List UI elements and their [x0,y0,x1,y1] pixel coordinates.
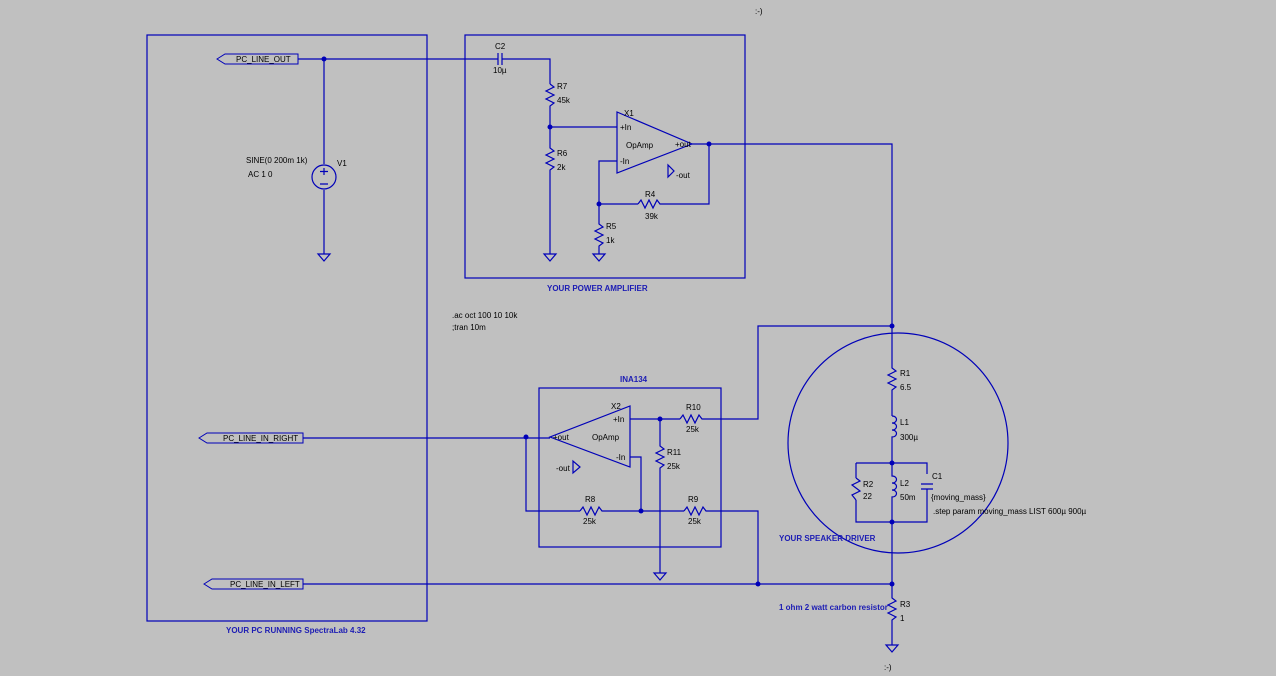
ground-symbol [591,253,607,262]
amp-block [464,34,746,279]
x1-minus-out-marker [667,163,675,179]
r2-value: 22 [863,492,872,501]
resistor-r7[interactable] [544,83,556,126]
pc-block [146,34,428,622]
x1-pin-in-plus: +In [620,123,631,132]
wire-amp-out [709,143,893,326]
inductor-l2[interactable] [891,463,898,522]
r11-value: 25k [667,462,681,471]
r2-name: R2 [863,480,874,489]
c1-name: C1 [932,472,943,481]
x1-name: X1 [624,109,634,118]
smiley-bottom: :-) [884,663,892,672]
x1-pin-out-minus: -out [676,171,691,180]
directive-tran: ;tran 10m [452,323,486,332]
x2-pin-in-plus: +In [613,415,624,424]
directive-ac: .ac oct 100 10 10k [452,311,518,320]
wire-x2-in-minus [630,456,642,511]
r3-note: 1 ohm 2 watt carbon resistor [779,603,888,612]
opamp-x1[interactable] [616,111,694,174]
smiley-top: :-) [755,7,763,16]
x2-pin-in-minus: -In [616,453,625,462]
resistor-r11[interactable] [654,419,666,573]
speaker-block [787,332,1009,554]
amp-block-label: YOUR POWER AMPLIFIER [547,284,648,293]
r7-name: R7 [557,82,568,91]
resistor-r10[interactable] [679,325,892,425]
wire-x1-feedback [598,143,710,205]
resistor-r2[interactable] [850,477,862,501]
ina-block-label: INA134 [620,375,648,384]
x2-name: X2 [611,402,621,411]
l1-value: 300µ [900,433,918,442]
r4-value: 39k [645,212,659,221]
resistor-r5[interactable] [593,204,605,254]
r1-name: R1 [900,369,911,378]
ground-symbol [652,572,668,581]
x1-pin-out-plus: +out [675,140,692,149]
resistor-r9[interactable] [683,505,759,584]
opamp-x2[interactable] [548,405,631,468]
r6-value: 2k [557,163,566,172]
net-label-line-in-left: PC_LINE_IN_LEFT [230,580,300,589]
x1-model: OpAmp [626,141,654,150]
r6-name: R6 [557,149,568,158]
x2-minus-out-marker [572,459,581,475]
wire-line-out [298,58,551,254]
r7-value: 45k [557,96,571,105]
capacitor-c1[interactable] [921,483,933,490]
r10-name: R10 [686,403,701,412]
inductor-l1[interactable] [891,415,898,463]
r11-name: R11 [667,448,682,457]
v1-value-ac: AC 1 0 [248,170,273,179]
ground-symbol [316,253,332,262]
r5-name: R5 [606,222,617,231]
net-label-line-out: PC_LINE_OUT [236,55,291,64]
resistor-r1[interactable] [886,326,898,416]
junction [321,56,327,62]
pc-block-label: YOUR PC RUNNING SpectraLab 4.32 [226,626,366,635]
directive-step: .step param moving_mass LIST 600µ 900µ [933,507,1087,516]
r1-value: 6.5 [900,383,912,392]
net-label-line-in-right: PC_LINE_IN_RIGHT [223,434,298,443]
r3-name: R3 [900,600,911,609]
l2-name: L2 [900,479,909,488]
l2-value: 50m [900,493,916,502]
ground-symbol [542,253,558,262]
ground-symbol [884,644,900,653]
c1-value: {moving_mass} [931,493,986,502]
speaker-block-label: YOUR SPEAKER DRIVER [779,534,876,543]
r4-name: R4 [645,190,656,199]
ina-block [538,387,722,548]
r8-value: 25k [583,517,597,526]
r3-value: 1 [900,614,905,623]
x2-model: OpAmp [592,433,620,442]
r8-name: R8 [585,495,596,504]
voltage-source-v1[interactable] [311,164,337,190]
l1-name: L1 [900,418,909,427]
x2-pin-out-plus: +out [553,433,570,442]
wire-ina-ref [525,437,580,512]
resistor-r4[interactable] [637,198,662,210]
v1-value-sine: SINE(0 200m 1k) [246,156,308,165]
resistor-r8[interactable] [579,505,684,517]
r10-value: 25k [686,425,700,434]
r5-value: 1k [606,236,615,245]
c2-name: C2 [495,42,506,51]
capacitor-c2[interactable] [497,53,503,65]
resistor-r3[interactable] [886,584,898,645]
junction [755,581,761,587]
r9-value: 25k [688,517,702,526]
x2-pin-out-minus: -out [556,464,571,473]
r9-name: R9 [688,495,699,504]
x1-pin-in-minus: -In [620,157,629,166]
resistor-r6[interactable] [544,127,556,254]
v1-name: V1 [337,159,347,168]
c2-value: 10µ [493,66,507,75]
